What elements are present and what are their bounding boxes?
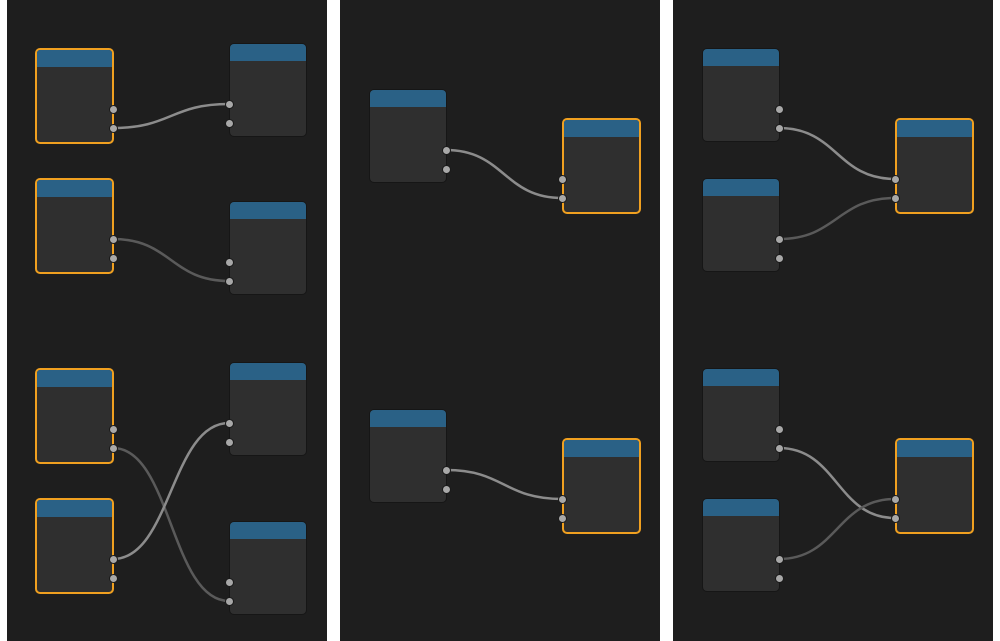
output-socket[interactable] [108, 443, 118, 453]
input-socket[interactable] [224, 276, 234, 286]
output-socket[interactable] [774, 424, 784, 434]
output-socket[interactable] [774, 443, 784, 453]
output-socket[interactable] [108, 554, 118, 564]
input-socket[interactable] [557, 193, 567, 203]
node-header[interactable] [37, 370, 112, 387]
output-socket[interactable] [441, 484, 451, 494]
node-header[interactable] [703, 179, 779, 196]
node[interactable] [702, 498, 780, 592]
node-header[interactable] [37, 500, 112, 517]
output-socket[interactable] [441, 145, 451, 155]
node-selected[interactable] [895, 118, 974, 214]
input-socket[interactable] [224, 99, 234, 109]
node-selected[interactable] [35, 178, 114, 274]
input-socket[interactable] [224, 577, 234, 587]
input-socket[interactable] [224, 118, 234, 128]
node-header[interactable] [230, 202, 306, 219]
node-selected[interactable] [895, 438, 974, 534]
node[interactable] [702, 178, 780, 272]
node-header[interactable] [703, 49, 779, 66]
node[interactable] [702, 48, 780, 142]
node-header[interactable] [230, 363, 306, 380]
input-socket[interactable] [224, 257, 234, 267]
node[interactable] [229, 521, 307, 615]
node-header[interactable] [370, 410, 446, 427]
output-socket[interactable] [441, 164, 451, 174]
output-socket[interactable] [774, 234, 784, 244]
node[interactable] [702, 368, 780, 462]
node[interactable] [229, 362, 307, 456]
node-header[interactable] [703, 499, 779, 516]
node-selected[interactable] [562, 438, 641, 534]
input-socket[interactable] [557, 174, 567, 184]
node-header[interactable] [564, 120, 639, 137]
node[interactable] [229, 43, 307, 137]
input-socket[interactable] [890, 494, 900, 504]
output-socket[interactable] [108, 123, 118, 133]
input-socket[interactable] [557, 494, 567, 504]
input-socket[interactable] [890, 513, 900, 523]
node-header[interactable] [564, 440, 639, 457]
node-header[interactable] [897, 440, 972, 457]
node-header[interactable] [37, 50, 112, 67]
output-socket[interactable] [108, 234, 118, 244]
input-socket[interactable] [224, 418, 234, 428]
output-socket[interactable] [774, 123, 784, 133]
node-header[interactable] [703, 369, 779, 386]
node[interactable] [369, 409, 447, 503]
output-socket[interactable] [108, 104, 118, 114]
node-selected[interactable] [35, 368, 114, 464]
output-socket[interactable] [774, 554, 784, 564]
input-socket[interactable] [890, 174, 900, 184]
node-header[interactable] [230, 522, 306, 539]
node[interactable] [369, 89, 447, 183]
node-header[interactable] [230, 44, 306, 61]
output-socket[interactable] [441, 465, 451, 475]
output-socket[interactable] [774, 253, 784, 263]
output-socket[interactable] [108, 424, 118, 434]
output-socket[interactable] [108, 253, 118, 263]
node-selected[interactable] [562, 118, 641, 214]
node[interactable] [229, 201, 307, 295]
input-socket[interactable] [890, 193, 900, 203]
output-socket[interactable] [108, 573, 118, 583]
output-socket[interactable] [774, 104, 784, 114]
node-selected[interactable] [35, 498, 114, 594]
node-header[interactable] [37, 180, 112, 197]
input-socket[interactable] [224, 437, 234, 447]
node-header[interactable] [370, 90, 446, 107]
input-socket[interactable] [557, 513, 567, 523]
input-socket[interactable] [224, 596, 234, 606]
output-socket[interactable] [774, 573, 784, 583]
node-selected[interactable] [35, 48, 114, 144]
node-header[interactable] [897, 120, 972, 137]
